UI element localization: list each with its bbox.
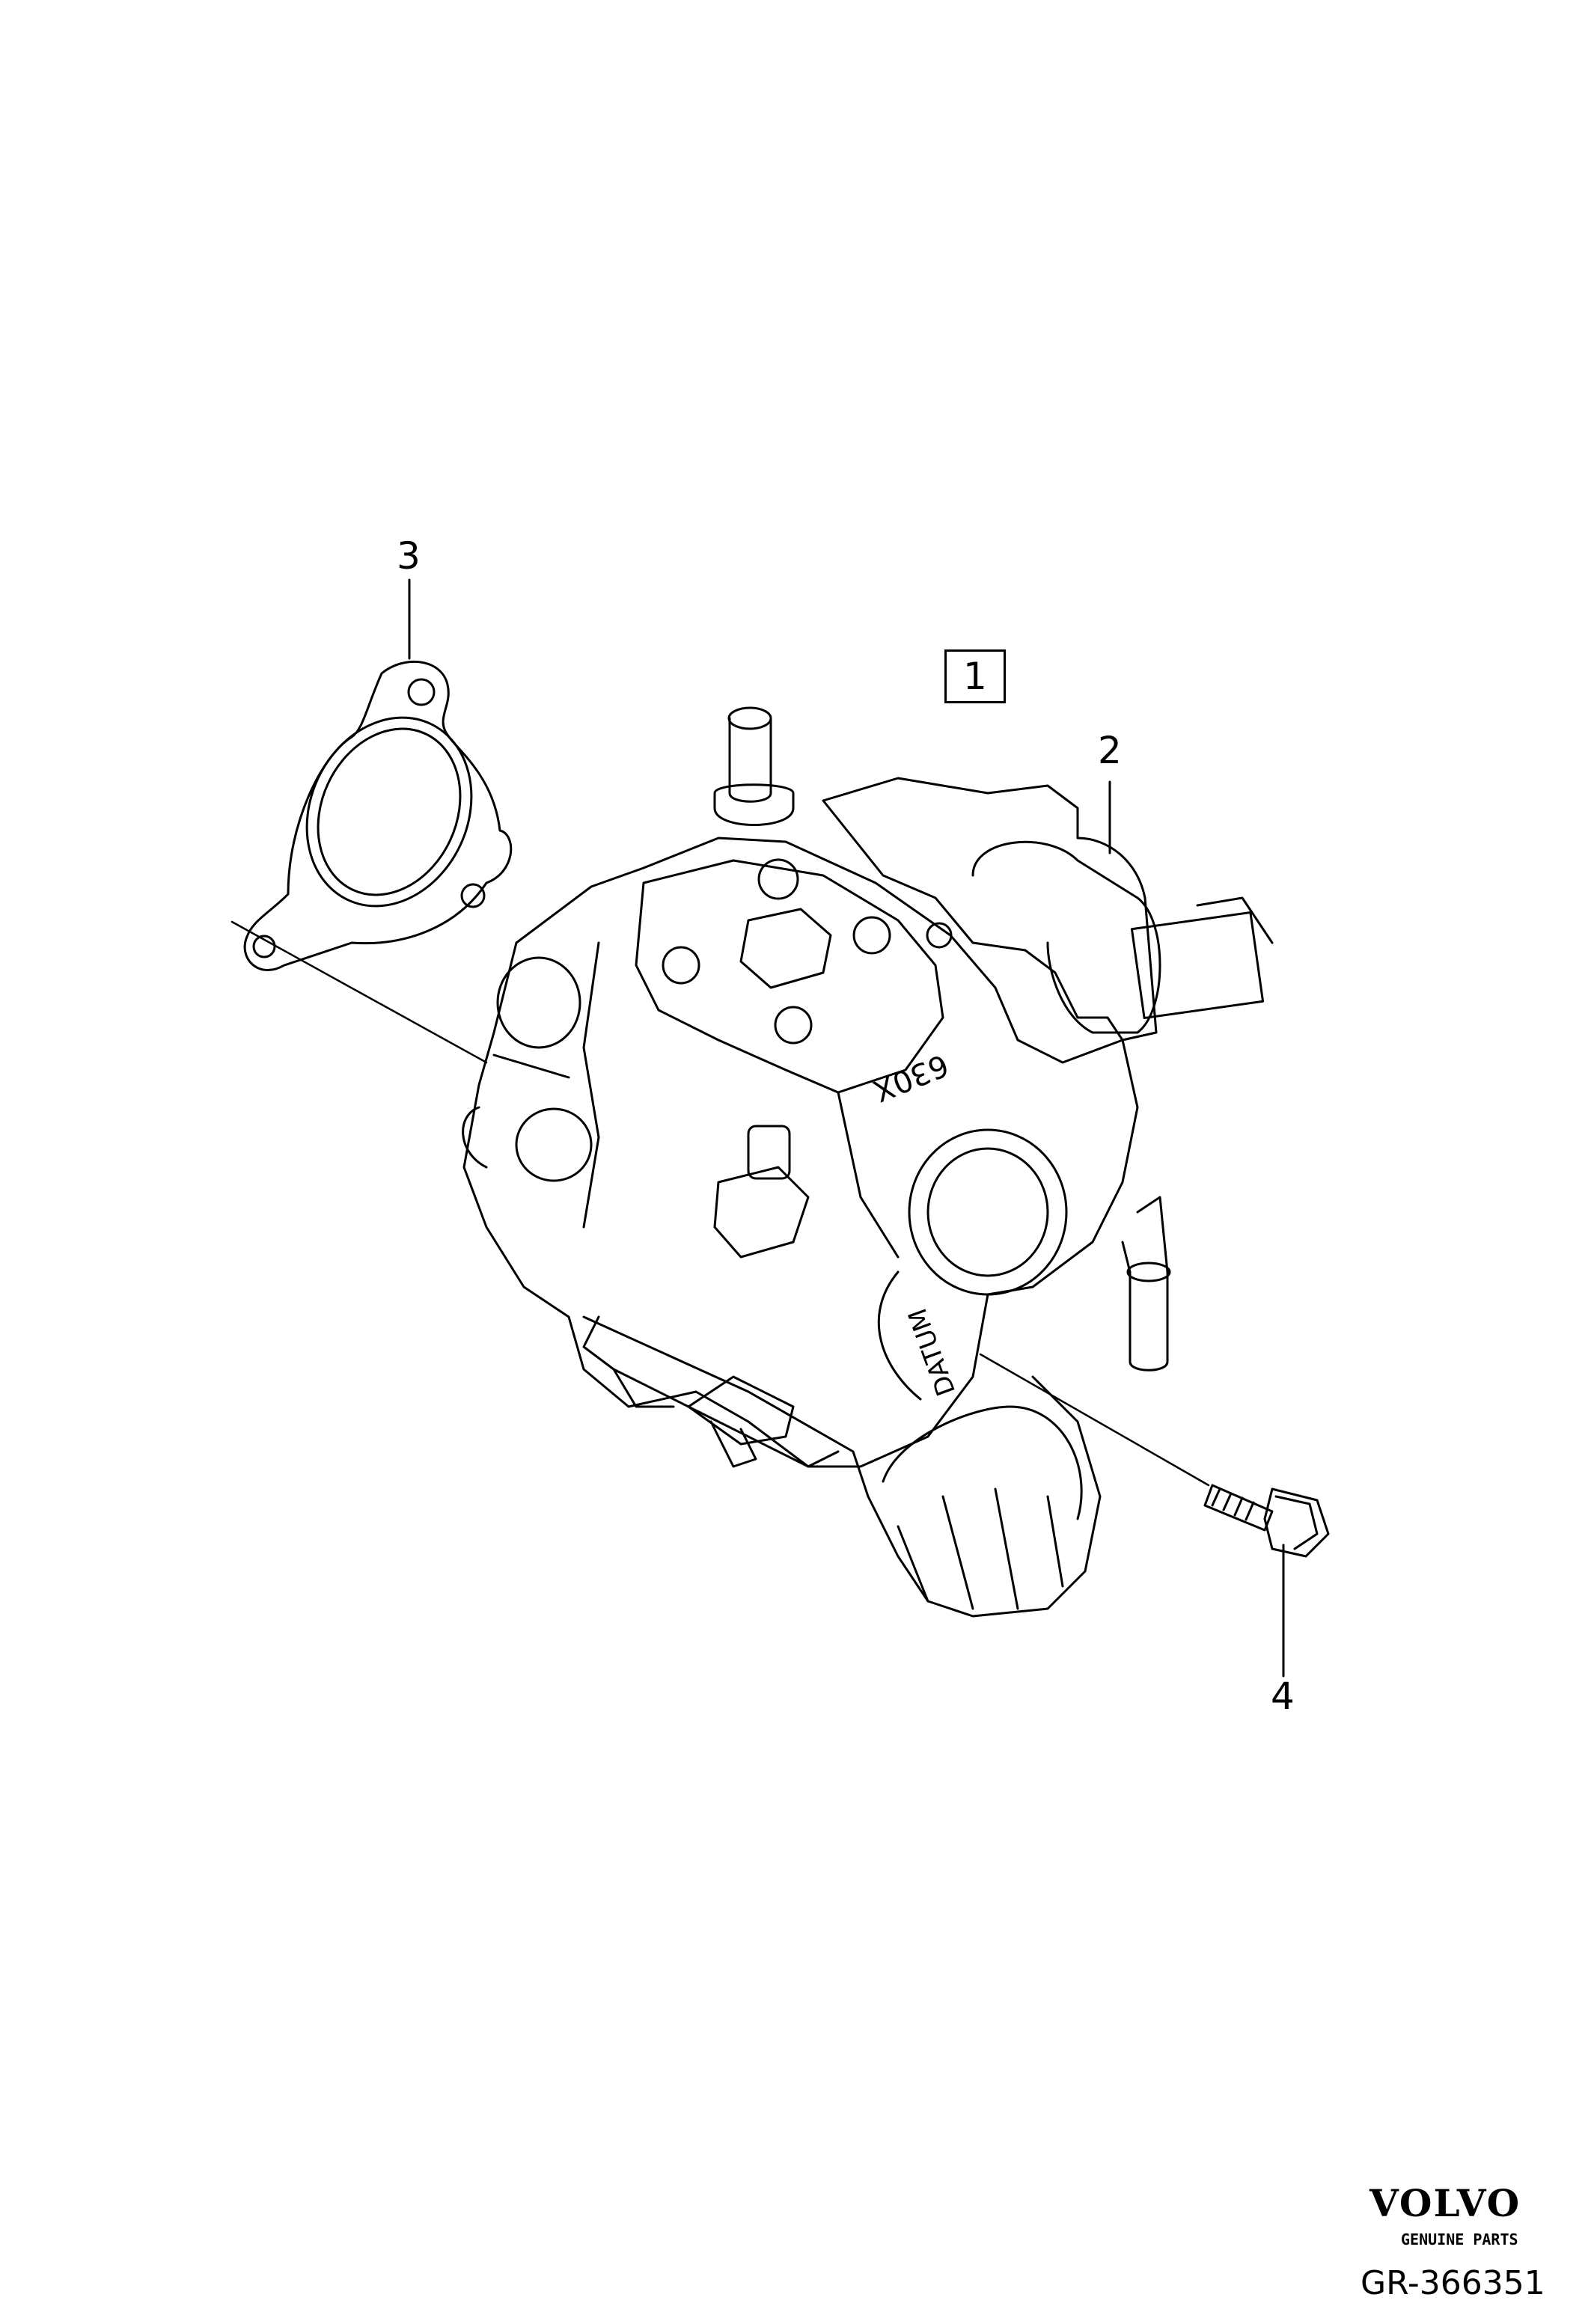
callout-3: 3 (397, 534, 421, 578)
callout-1: 1 (944, 649, 1006, 703)
genuine-parts-label: GENUINE PARTS (1401, 2230, 1518, 2248)
pump-drawing (462, 706, 1274, 1618)
leader-lines (230, 578, 1285, 1678)
bolt-shape (1203, 1484, 1330, 1558)
callout-4: 4 (1271, 1675, 1295, 1718)
gasket-shape (243, 660, 513, 971)
reference-number: GR-366351 (1361, 2264, 1545, 2302)
volvo-logo: VOLVO (1369, 2181, 1521, 2225)
callout-2: 2 (1098, 729, 1122, 772)
